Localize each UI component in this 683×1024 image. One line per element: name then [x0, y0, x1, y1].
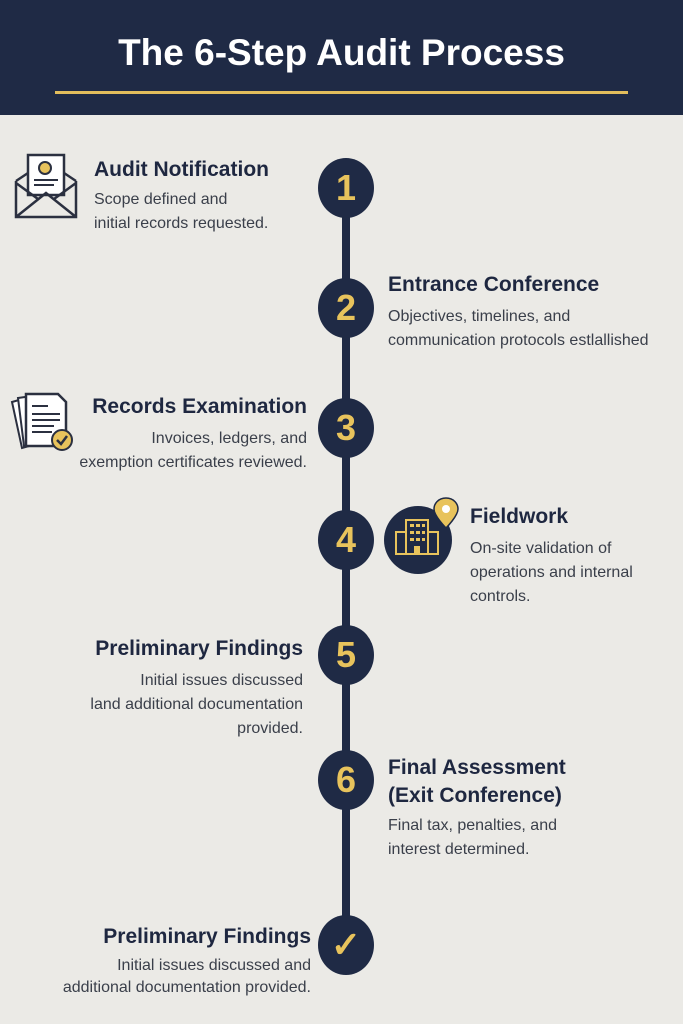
- step-1-audit-notification: Audit Notification Scope defined and ini…: [94, 156, 269, 236]
- timeline-line: [342, 190, 350, 950]
- step-3-records-examination: Records Examination Invoices, ledgers, a…: [0, 393, 307, 475]
- step-title: Final Assessment (Exit Conference): [388, 756, 566, 807]
- step-6-marker: 6: [318, 750, 374, 810]
- documents-check-icon: [10, 392, 73, 451]
- step-description: Initial issues discussed land additional…: [90, 672, 303, 737]
- step-4-fieldwork: Fieldwork On-site validation of operatio…: [470, 503, 633, 609]
- header-banner: The 6-Step Audit Process: [0, 0, 683, 115]
- step-description: Initial issues discussed and additional …: [62, 957, 311, 996]
- step-4-marker: 4: [318, 510, 374, 570]
- step-5-preliminary-findings: Preliminary Findings Initial issues disc…: [3, 635, 303, 741]
- completion-preliminary-findings: Preliminary Findings Initial issues disc…: [0, 923, 311, 999]
- title-underline: [55, 91, 628, 94]
- step-3-marker: 3: [318, 398, 374, 458]
- step-1-marker: 1: [318, 158, 374, 218]
- complete-check-marker: ✓: [318, 915, 374, 975]
- step-title: Entrance Conference: [388, 273, 600, 296]
- step-title: Preliminary Findings: [95, 637, 303, 660]
- step-title: Records Examination: [92, 395, 307, 418]
- step-description: Objectives, timelines, and communication…: [388, 308, 649, 349]
- step-2-entrance-conference: Entrance Conference Objectives, timeline…: [388, 271, 683, 353]
- step-5-marker: 5: [318, 625, 374, 685]
- page-title: The 6-Step Audit Process: [118, 32, 565, 73]
- step-description: Invoices, ledgers, and exemption certifi…: [79, 430, 307, 471]
- step-description: On-site validation of operations and int…: [470, 540, 633, 605]
- envelope-letter-icon: [14, 153, 78, 219]
- step-6-final-assessment: Final Assessment (Exit Conference) Final…: [388, 754, 566, 862]
- step-description: Scope defined and initial records reques…: [94, 191, 269, 232]
- building-location-icon: [384, 497, 459, 574]
- step-2-marker: 2: [318, 278, 374, 338]
- step-title: Audit Notification: [94, 158, 269, 181]
- step-description: Final tax, penalties, and interest deter…: [388, 817, 557, 858]
- step-title: Fieldwork: [470, 505, 569, 528]
- step-title: Preliminary Findings: [103, 925, 311, 948]
